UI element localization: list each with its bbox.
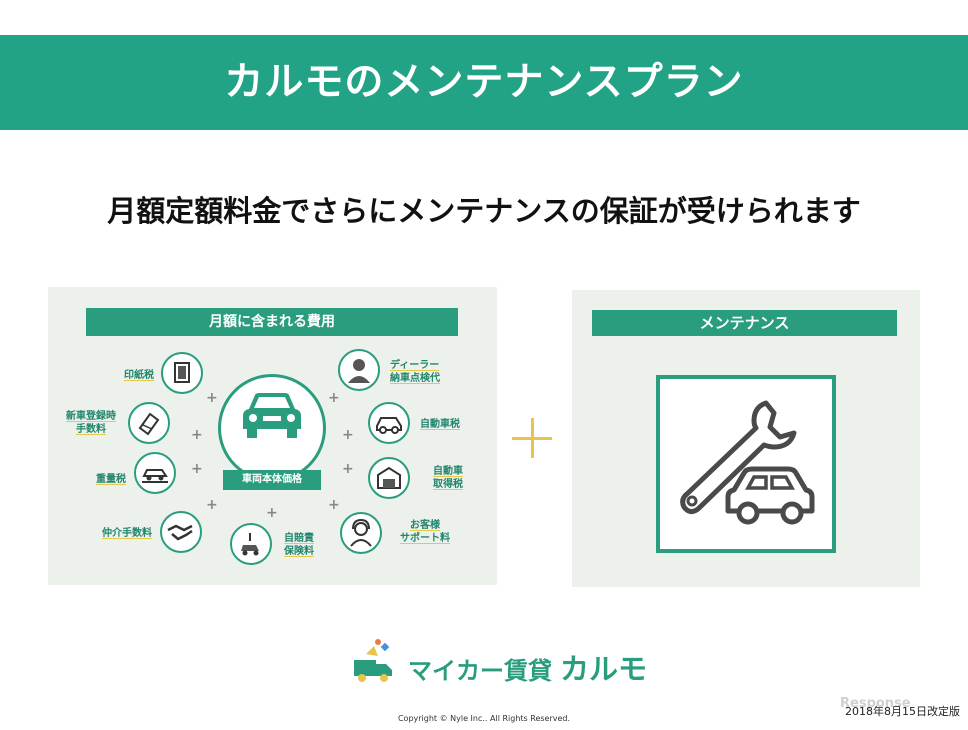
header-bar: カルモのメンテナンスプラン bbox=[0, 35, 968, 130]
truck-logo-icon bbox=[354, 639, 392, 682]
document-icon bbox=[128, 402, 170, 444]
plus-sign: + bbox=[206, 497, 218, 513]
logo-brand: カルモ bbox=[560, 652, 648, 686]
plus-sign: + bbox=[328, 497, 340, 513]
plus-sign: + bbox=[191, 461, 203, 477]
handshake-icon bbox=[160, 511, 202, 553]
vehicle-circle bbox=[218, 374, 326, 482]
carmo-logo: マイカー賃貸カルモ bbox=[352, 634, 647, 690]
plus-sign: + bbox=[342, 427, 354, 443]
item-label-automobile-tax: 自動車税 bbox=[420, 419, 460, 430]
item-label-stamp-tax: 印紙税 bbox=[124, 370, 154, 381]
car-icon bbox=[368, 402, 410, 444]
maintenance-heading: メンテナンス bbox=[592, 310, 897, 336]
wrench-car-icon bbox=[680, 400, 815, 525]
item-label-brokerage-fee: 仲介手数料 bbox=[102, 528, 152, 539]
included-costs-panel: 月額に含まれる費用 車両本体価格 印紙税 新車登録時 手数料 重量税 仲介手数料… bbox=[48, 287, 497, 585]
vehicle-price-label: 車両本体価格 bbox=[223, 470, 321, 490]
revision-date: 2018年8月15日改定版 bbox=[845, 705, 960, 718]
stamp-icon bbox=[161, 352, 203, 394]
item-label-liability-insurance: 自賠責 保険料 bbox=[284, 533, 314, 557]
item-label-weight-tax: 重量税 bbox=[96, 474, 126, 485]
plus-sign: + bbox=[191, 427, 203, 443]
car-front-icon bbox=[243, 393, 301, 438]
plus-sign: + bbox=[206, 390, 218, 406]
included-costs-heading: 月額に含まれる費用 bbox=[86, 308, 458, 336]
watermark: Response bbox=[840, 696, 911, 711]
item-label-customer-support: お客様 サポート料 bbox=[400, 520, 450, 544]
copyright: Copyright © Nyle Inc.. All Rights Reserv… bbox=[397, 714, 571, 723]
logo-tagline: マイカー賃貸 bbox=[408, 657, 552, 685]
plus-sign: + bbox=[266, 505, 278, 521]
accident-car-icon bbox=[230, 523, 272, 565]
maintenance-panel: メンテナンス bbox=[572, 290, 920, 587]
plus-sign: + bbox=[342, 461, 354, 477]
item-label-dealer-inspection: ディーラー 納車点検代 bbox=[390, 360, 440, 384]
dealer-icon bbox=[338, 349, 380, 391]
garage-icon bbox=[368, 457, 410, 499]
subtitle: 月額定額料金でさらにメンテナンスの保証が受けられます bbox=[107, 194, 861, 228]
plus-sign: + bbox=[328, 390, 340, 406]
car-scale-icon bbox=[134, 452, 176, 494]
page-title: カルモのメンテナンスプラン bbox=[224, 60, 744, 105]
big-plus-sign bbox=[510, 418, 558, 466]
item-label-registration-fee: 新車登録時 手数料 bbox=[66, 411, 116, 435]
support-icon bbox=[340, 512, 382, 554]
maintenance-box bbox=[656, 375, 836, 553]
item-label-acquisition-tax: 自動車 取得税 bbox=[433, 466, 463, 490]
